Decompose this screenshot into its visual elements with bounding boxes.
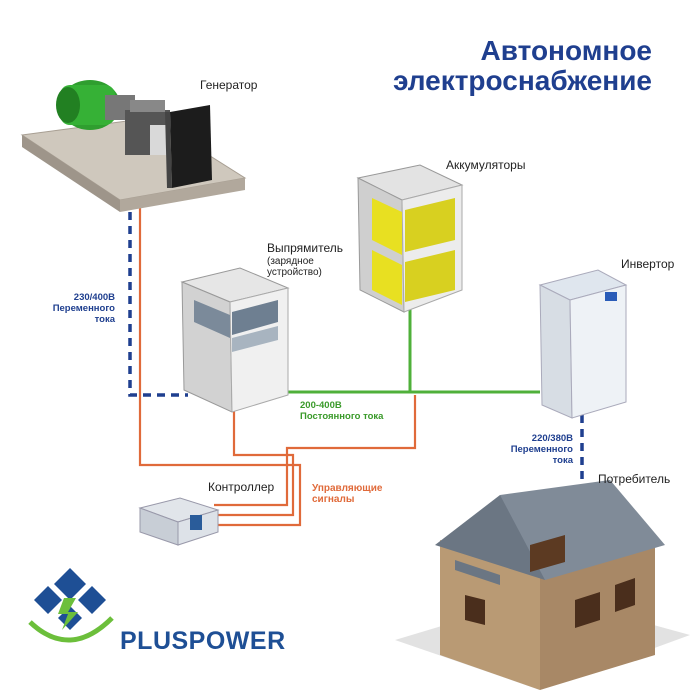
rectifier-sublabel-2: устройство) bbox=[267, 267, 322, 278]
dc-voltage: 200-400В bbox=[300, 400, 342, 411]
logo-mark bbox=[28, 568, 114, 643]
batteries-label: Аккумуляторы bbox=[446, 158, 526, 172]
generator-label: Генератор bbox=[200, 78, 258, 92]
inverter-ac-label: 220/380В Переменного тока bbox=[498, 433, 573, 466]
dc-lines bbox=[270, 300, 540, 394]
rectifier-label: Выпрямитель bbox=[267, 241, 344, 255]
control-signals-text-2: сигналы bbox=[312, 494, 355, 505]
logo-text: PLUSPOWER bbox=[120, 627, 286, 655]
signal-line-rectifier bbox=[214, 410, 295, 517]
signal-lines bbox=[138, 195, 417, 527]
title-line-1: Автономное bbox=[480, 35, 652, 66]
control-signals-text-1: Управляющие bbox=[312, 483, 383, 494]
inverter-ac-text-1: Переменного bbox=[510, 444, 573, 455]
generator-ac-text-1: Переменного bbox=[52, 303, 115, 314]
title-line-2: электроснабжение bbox=[392, 65, 652, 96]
rectifier-illustration bbox=[180, 267, 290, 413]
signal-line-generator bbox=[138, 195, 302, 527]
inverter-label: Инвертор bbox=[621, 257, 675, 271]
rectifier-sublabel-1: (зарядное bbox=[267, 256, 314, 267]
dc-label: 200-400В Постоянного тока bbox=[300, 400, 383, 422]
ac-line-generator bbox=[128, 198, 188, 397]
controller-illustration bbox=[138, 497, 220, 546]
batteries-illustration bbox=[356, 164, 464, 313]
generator-ac-text-2: тока bbox=[94, 314, 115, 325]
page-title: Автономное электроснабжение bbox=[393, 36, 652, 96]
generator-illustration bbox=[20, 80, 247, 212]
inverter-ac-text-2: тока bbox=[552, 455, 573, 466]
signal-line-batteries bbox=[214, 395, 417, 507]
inverter-ac-voltage: 220/380В bbox=[531, 433, 573, 444]
inverter-illustration bbox=[538, 269, 628, 419]
dc-text: Постоянного тока bbox=[300, 411, 384, 422]
control-signals-label: Управляющие сигналы bbox=[312, 483, 382, 505]
consumer-label: Потребитель bbox=[598, 472, 671, 486]
generator-ac-voltage: 230/400В bbox=[73, 292, 115, 303]
house-illustration bbox=[395, 480, 690, 690]
generator-ac-label: 230/400В Переменного тока bbox=[40, 292, 115, 325]
controller-label: Контроллер bbox=[208, 480, 275, 494]
